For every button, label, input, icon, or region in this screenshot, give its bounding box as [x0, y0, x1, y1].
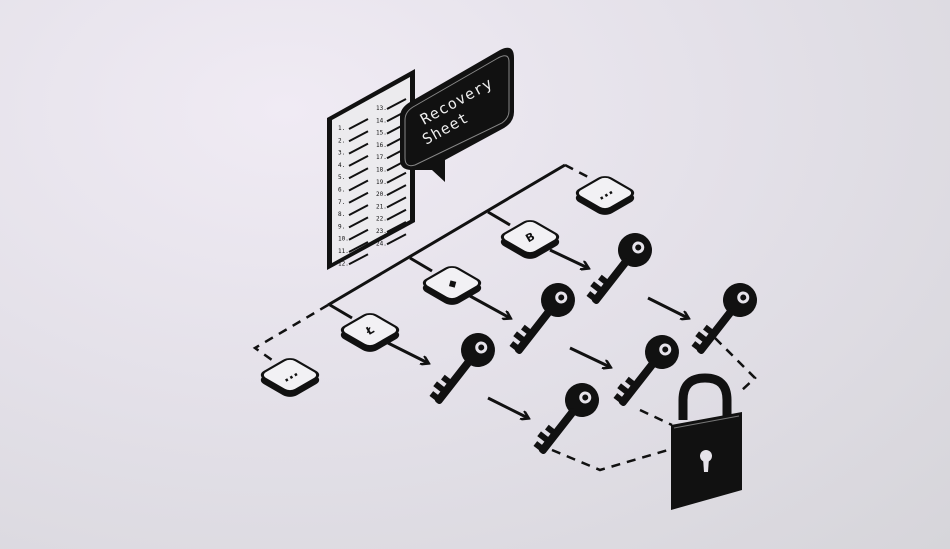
lock-connectors	[551, 337, 757, 472]
seed-word-number: 23.	[376, 228, 387, 235]
coin-tile: B	[500, 220, 560, 259]
seed-word-blank	[348, 118, 369, 130]
more-icon: ...	[594, 182, 616, 204]
seed-word-number: 4.	[338, 162, 345, 169]
key-icon	[503, 276, 582, 364]
seed-word-number: 19.	[376, 179, 387, 186]
seed-word-blank	[348, 253, 369, 266]
seed-word-blank	[386, 171, 407, 184]
seed-word-blank	[348, 204, 369, 216]
seed-word-number: 10.	[338, 236, 349, 243]
coin-tile: Ł	[340, 313, 400, 352]
key-icon	[607, 328, 686, 416]
seed-word-number: 2.	[338, 137, 345, 144]
seed-word-number: 21.	[376, 203, 387, 210]
seed-word-blank	[386, 184, 407, 196]
seed-word-number: 6.	[338, 187, 345, 194]
seed-word-blank	[348, 130, 369, 143]
key-icon	[685, 276, 764, 364]
seed-word-number: 9.	[338, 223, 345, 230]
seed-word-blank	[348, 167, 369, 180]
tree-connectors	[252, 163, 591, 362]
seed-word-number: 3.	[338, 150, 345, 157]
seed-word-blank	[348, 228, 369, 241]
more-icon: ...	[279, 364, 301, 386]
seed-word-number: 11.	[338, 248, 349, 255]
seed-word-blank	[348, 191, 369, 204]
key-icon	[527, 376, 606, 464]
seed-word-blank	[386, 196, 407, 209]
seed-word-number: 14.	[376, 117, 387, 124]
seed-word-blank	[348, 155, 369, 167]
seed-word-number: 18.	[376, 167, 387, 174]
recovery-sheet: 1. 2. 3. 4. 5. 6. 7. 8. 9. 10. 11. 12. 13. 14. 15. 16. 1…	[327, 69, 415, 270]
seed-word-number: 13.	[376, 105, 387, 112]
seed-word-blank	[386, 221, 407, 233]
padlock-icon	[671, 373, 742, 510]
seed-word-blank	[348, 216, 369, 229]
seed-word-number: 5.	[338, 174, 345, 181]
seed-word-blank	[386, 208, 407, 221]
seed-word-number: 24.	[376, 240, 387, 247]
seed-word-number: 12.	[338, 260, 349, 267]
seed-word-blank	[348, 179, 369, 192]
seed-word-number: 17.	[376, 154, 387, 161]
seed-word-number: 7.	[338, 199, 345, 206]
coin-tile: ...	[260, 358, 320, 397]
seed-word-blank	[348, 241, 369, 253]
coin-tile: ◆	[422, 266, 482, 305]
seed-word-number: 15.	[376, 130, 387, 137]
seed-word-blank	[386, 233, 407, 246]
seed-word-number: 20.	[376, 191, 387, 198]
seed-word-blank	[386, 98, 407, 110]
seed-word-number: 16.	[376, 142, 387, 149]
coin-tile: ...	[575, 176, 635, 215]
arrows	[387, 248, 688, 418]
seed-word-blank	[348, 142, 369, 155]
seed-word-list: 1. 2. 3. 4. 5. 6. 7. 8. 9. 10. 11. 12. 13. 14. 15. 16. 1…	[338, 98, 407, 267]
seed-word-number: 1.	[338, 125, 345, 132]
seed-word-number: 8.	[338, 211, 345, 218]
seed-word-number: 22.	[376, 216, 387, 223]
key-icon	[580, 226, 659, 314]
recovery-sheet-bubble: Recovery Sheet	[400, 47, 514, 182]
